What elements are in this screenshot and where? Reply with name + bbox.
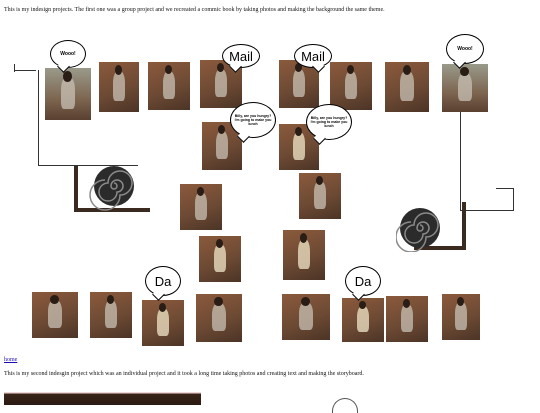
comic-panel-photo (202, 122, 242, 170)
comic-panel-photo (142, 300, 184, 346)
comic-panel-photo (283, 230, 325, 280)
comic-panel-photo (299, 173, 341, 219)
speech-bubble: Wooo! (446, 34, 484, 64)
connector-line (460, 210, 514, 211)
connector-line (14, 64, 15, 72)
comic-panel-photo (99, 62, 139, 112)
speech-bubble: Billy, are you hungry? I'm going to make… (230, 102, 276, 138)
comic-panel-photo (330, 62, 372, 110)
speech-bubble: Da (145, 266, 181, 296)
connector-line (460, 100, 461, 210)
comic-panel-photo (90, 292, 132, 338)
second-project-text: This is my second indesgin project which… (4, 371, 364, 377)
intro-text: This is my indesign projects. The first … (4, 7, 385, 13)
comic-panel-photo (385, 62, 429, 112)
spiral-icon (74, 166, 150, 212)
comic-panel-photo (45, 68, 91, 120)
speech-bubble: Billy, are you hungry? I'm going to make… (306, 104, 352, 140)
connector-line (14, 70, 36, 71)
comic-panel-photo (282, 294, 330, 340)
connector-line (38, 70, 39, 165)
connector-line (38, 165, 138, 166)
home-link[interactable]: home (4, 357, 18, 363)
image-edge-decoration (332, 398, 358, 413)
comic-panel-photo (342, 298, 384, 342)
spiral-icon (396, 202, 466, 252)
comic-panel-photo (32, 292, 78, 338)
connector-line (513, 188, 514, 210)
storyboard-image-preview (4, 392, 201, 405)
speech-bubble: Wooo! (50, 40, 86, 68)
comic-panel-photo (442, 294, 480, 340)
comic-panel-photo (180, 184, 222, 230)
speech-bubble: Mail (222, 44, 260, 68)
comic-panel-photo (386, 296, 428, 342)
speech-bubble: Mail (294, 44, 332, 68)
comic-panel-photo (442, 64, 488, 112)
comic-panel-photo (196, 294, 242, 342)
comic-panel-photo (279, 60, 319, 108)
speech-bubble: Da (345, 266, 381, 296)
connector-line (496, 188, 514, 189)
comic-panel-photo (199, 236, 241, 282)
comic-panel-photo (148, 62, 190, 110)
comic-storyboard-image: Wooo! Wooo! Mail Mail Billy, are you hun… (0, 22, 540, 352)
